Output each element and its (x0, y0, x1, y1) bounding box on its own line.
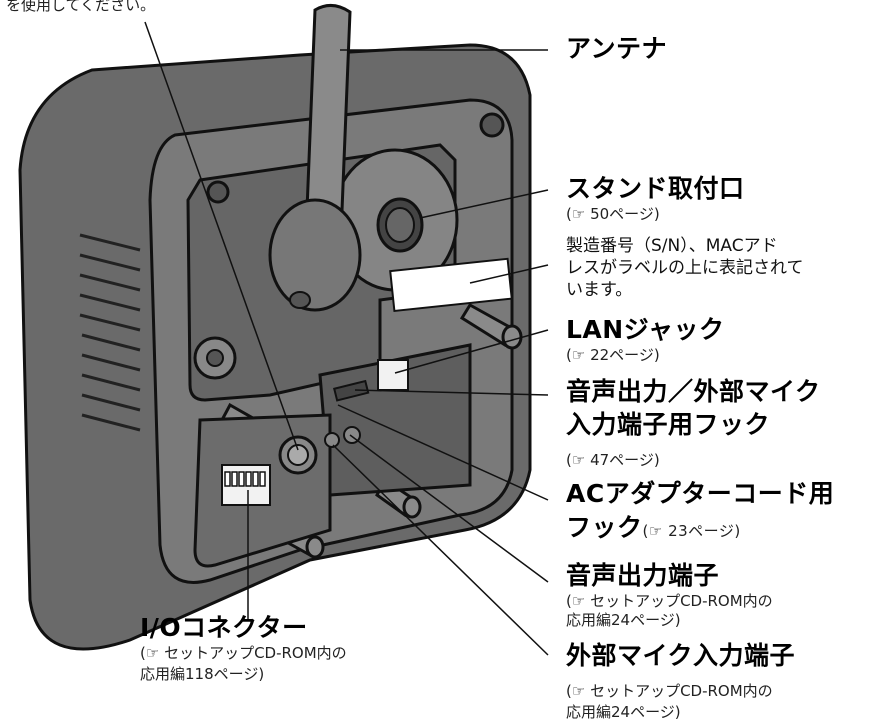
leader-lines (144, 21, 549, 656)
mic-in-ref-line1: (☞ セットアップCD-ROM内の (566, 682, 773, 700)
audio-out-jack (324, 432, 340, 448)
audio-out-ref-line2: 応用編24ページ) (566, 611, 681, 629)
antenna-hinge (268, 198, 362, 312)
hook-ref: (☞ 47ページ) (566, 451, 660, 469)
io-connector-ref-line2: 応用編118ページ) (140, 665, 265, 683)
lan-jack-ref: (☞ 22ページ) (566, 346, 660, 364)
lan-jack-port (377, 359, 409, 391)
ac-hook-label-line1: ACアダプターコード用 (566, 479, 835, 508)
lan-jack-label: LANジャック (566, 315, 725, 344)
stand-mount-label: スタンド取付口 (566, 174, 745, 203)
stand-mount-ref: (☞ 50ページ) (566, 205, 660, 223)
mic-in-ref-line2: 応用編24ページ) (566, 703, 681, 721)
ac-hook-label-line2: フック(☞ 23ページ) (566, 513, 741, 543)
serial-note-line1: 製造番号（S/N）、MACアド (566, 236, 778, 256)
vent-slits (79, 233, 141, 432)
hook-label-line2: 入力端子用フック (566, 410, 771, 439)
screw-hole-left (206, 180, 230, 204)
audio-out-label: 音声出力端子 (566, 561, 720, 590)
io-connector-ref-line1: (☞ セットアップCD-ROM内の (140, 644, 347, 662)
antenna-label: アンテナ (566, 34, 668, 63)
serial-note-line2: レスがラベルの上に表記されて (566, 258, 804, 278)
cable-hook (333, 379, 370, 402)
io-connector-label: I/Oコネクター (140, 613, 308, 642)
mic-in-label: 外部マイク入力端子 (566, 641, 796, 670)
screw-hole-top-right (479, 112, 505, 138)
ac-hook-title-2: フック (566, 513, 643, 542)
serial-note-line3: います。 (566, 280, 633, 300)
audio-out-ref-line1: (☞ セットアップCD-ROM内の (566, 592, 773, 610)
ac-hook-ref: (☞ 23ページ) (642, 522, 741, 540)
hook-label-line1: 音声出力／外部マイク (566, 377, 821, 406)
top-note: を使用してください。 (6, 0, 156, 14)
serial-label-plate (389, 257, 513, 313)
